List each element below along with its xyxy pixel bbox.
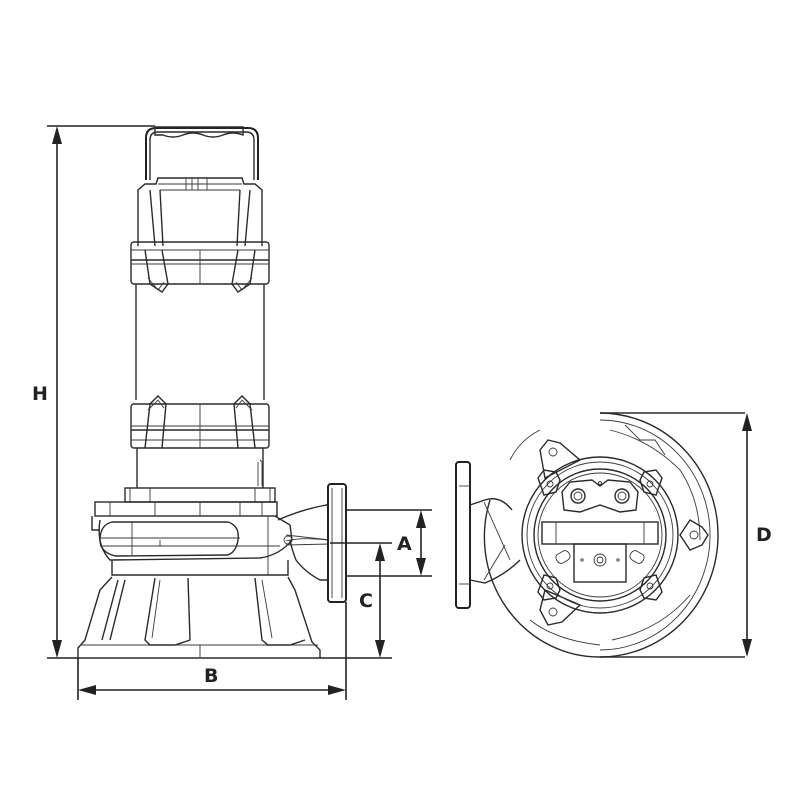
motor-top-cap xyxy=(137,177,263,247)
dimension-h xyxy=(47,125,155,659)
side-view xyxy=(47,125,432,700)
volute-flange xyxy=(94,487,278,517)
volute-casing xyxy=(91,515,293,576)
dimension-d xyxy=(742,413,752,657)
stator-section xyxy=(136,448,264,488)
outer-housing xyxy=(483,412,745,658)
label-c: C xyxy=(359,590,373,612)
pump-stand xyxy=(77,576,321,659)
label-d: D xyxy=(756,524,772,546)
junction-box xyxy=(541,521,659,583)
top-view xyxy=(455,412,752,658)
label-h: H xyxy=(32,383,48,405)
dimension-b xyxy=(77,602,347,700)
label-b: B xyxy=(204,665,219,687)
corner-bosses xyxy=(537,469,663,601)
cable-entry-plate xyxy=(561,479,639,513)
motor-ring xyxy=(521,456,679,614)
top-flange xyxy=(455,461,521,609)
upper-band xyxy=(130,241,270,293)
dimension-c xyxy=(320,542,392,659)
mounting-lugs xyxy=(539,439,709,626)
lower-band xyxy=(130,395,270,449)
motor-housing xyxy=(135,284,265,400)
dimension-a xyxy=(346,509,432,577)
lifting-handle xyxy=(145,126,259,180)
discharge-nozzle xyxy=(277,504,331,581)
label-a: A xyxy=(397,533,412,555)
